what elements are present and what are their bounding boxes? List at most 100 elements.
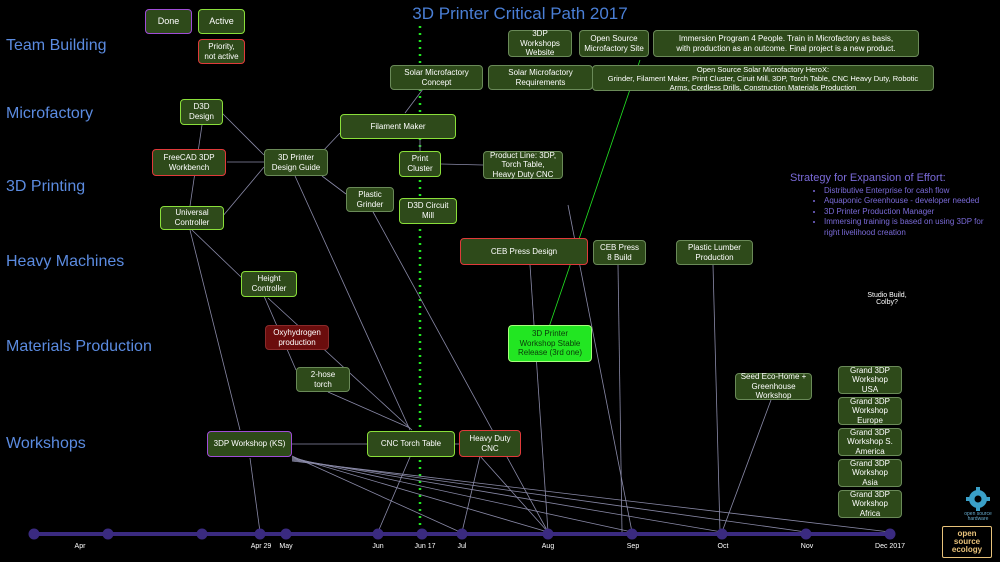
lane-materials-production: Materials Production	[6, 338, 152, 355]
node-plastic-grinder[interactable]: Plastic Grinder	[346, 187, 394, 212]
edge	[327, 391, 411, 429]
node-grand-asia[interactable]: Grand 3DP Workshop Asia	[838, 459, 902, 487]
timeline-marker	[456, 528, 468, 540]
timeline-marker	[372, 528, 384, 540]
timeline-label: Dec 2017	[875, 543, 905, 550]
edge	[617, 264, 623, 533]
node-open-source-site[interactable]: Open Source Microfactory Site	[579, 30, 649, 57]
timeline-marker	[102, 528, 114, 540]
edge	[189, 229, 241, 431]
edge	[461, 455, 481, 533]
node-plastic-lumber[interactable]: Plastic Lumber Production	[676, 240, 753, 265]
node-immersion-program[interactable]: Immersion Program 4 People. Train in Mic…	[653, 30, 919, 57]
timeline-label: Jul	[457, 543, 467, 550]
edge	[291, 458, 723, 533]
edge	[249, 457, 261, 533]
node-heavy-duty-cnc[interactable]: Heavy Duty CNC	[459, 430, 521, 457]
strategy-list: Distributive Enterprise for cash flow Aq…	[784, 186, 994, 238]
node-workshop-release[interactable]: 3D Printer Workshop Stable Release (3rd …	[508, 325, 592, 362]
edge	[291, 456, 549, 533]
edge	[721, 399, 772, 533]
edge	[294, 175, 411, 431]
node-solar-concept[interactable]: Solar Microfactory Concept	[390, 65, 483, 90]
node-grand-usa[interactable]: Grand 3DP Workshop USA	[838, 366, 902, 394]
edge	[267, 297, 413, 431]
open-source-ecology-logo: open source ecology	[942, 526, 992, 558]
node-ks-workshop[interactable]: 3DP Workshop (KS)	[207, 431, 292, 457]
edge	[479, 455, 549, 533]
edge	[712, 264, 721, 533]
node-solar-requirements[interactable]: Solar Microfactory Requirements	[488, 65, 593, 90]
timeline-label: Apr 29	[250, 543, 272, 550]
timeline-marker	[716, 528, 728, 540]
node-design-guide[interactable]: 3D Printer Design Guide	[264, 149, 328, 176]
timeline-label: May	[279, 543, 293, 550]
timeline-marker	[416, 528, 428, 540]
node-print-cluster[interactable]: Print Cluster	[399, 151, 441, 177]
timeline-marker	[280, 528, 292, 540]
lane-workshops: Workshops	[6, 435, 86, 452]
timeline-label: Oct	[717, 543, 729, 550]
node-workshops-website[interactable]: 3DP Workshops Website	[508, 29, 572, 57]
node-product-line[interactable]: Product Line: 3DP, Torch Table, Heavy Du…	[483, 151, 563, 179]
strategy-item: Aquaponic Greenhouse - developer needed	[824, 196, 994, 206]
edge	[371, 209, 549, 533]
gear-icon	[966, 487, 990, 511]
node-height-controller[interactable]: Height Controller	[241, 271, 297, 297]
timeline-label: Sep	[626, 543, 640, 550]
node-grand-south-america[interactable]: Grand 3DP Workshop S. America	[838, 428, 902, 456]
edge	[291, 457, 633, 533]
timeline-label: Aug	[541, 543, 555, 550]
timeline-label: Nov	[800, 543, 814, 550]
node-ceb-press-design[interactable]: CEB Press Design	[460, 238, 588, 265]
node-d3d-design[interactable]: D3D Design	[180, 99, 223, 125]
strategy-item: Immersing training is based on using 3DP…	[824, 217, 994, 238]
edge	[291, 460, 891, 533]
timeline-label: Jun 17	[414, 543, 436, 550]
timeline-label: Jun	[372, 543, 384, 550]
legend-active[interactable]: Active	[198, 9, 245, 34]
node-grand-europe[interactable]: Grand 3DP Workshop Europe	[838, 397, 902, 425]
page-title: 3D Printer Critical Path 2017	[412, 4, 628, 23]
timeline-markers	[28, 528, 896, 540]
timeline-label: Apr	[74, 543, 86, 550]
strategy-item: Distributive Enterprise for cash flow	[824, 186, 994, 196]
osh-logo-text: open source hardware	[964, 511, 992, 522]
timeline-marker	[196, 528, 208, 540]
edge	[321, 175, 347, 195]
node-herox[interactable]: Open Source Solar Microfactory HeroX: Gr…	[592, 65, 934, 92]
studio-build-note: Studio Build, Colby?	[867, 292, 907, 306]
edge	[529, 264, 549, 533]
node-circuit-mill[interactable]: D3D Circuit Mill	[399, 198, 457, 224]
node-grand-africa[interactable]: Grand 3DP Workshop Africa	[838, 490, 902, 518]
node-freecad-workbench[interactable]: FreeCAD 3DP Workbench	[152, 149, 226, 176]
lane-heavy-machines: Heavy Machines	[6, 253, 125, 270]
strategy-item: 3D Printer Production Manager	[824, 207, 994, 217]
node-oxyhydrogen[interactable]: Oxyhydrogen production	[265, 325, 329, 350]
lane-team-building: Team Building	[6, 37, 107, 54]
edge	[377, 456, 411, 533]
lane-3d-printing: 3D Printing	[6, 178, 86, 195]
node-universal-controller[interactable]: Universal Controller	[160, 206, 224, 230]
node-seed-eco-home[interactable]: Seed Eco-Home + Greenhouse Workshop	[735, 372, 812, 400]
edge	[291, 459, 807, 533]
timeline-marker	[626, 528, 638, 540]
node-two-hose-torch[interactable]: 2-hose torch	[296, 367, 350, 392]
edge	[440, 163, 484, 166]
open-source-hardware-logo: open source hardware	[960, 486, 996, 522]
lane-microfactory: Microfactory	[6, 105, 94, 122]
node-filament-maker[interactable]: Filament Maker	[340, 114, 456, 139]
edge	[191, 229, 243, 279]
legend-done[interactable]: Done	[145, 9, 192, 34]
legend-priority[interactable]: Priority, not active	[198, 39, 245, 64]
strategy-panel: Strategy for Expansion of Effort: Distri…	[784, 172, 994, 238]
node-ceb-press-8[interactable]: CEB Press 8 Build	[593, 240, 646, 265]
strategy-heading: Strategy for Expansion of Effort:	[790, 172, 946, 184]
edge	[291, 455, 461, 533]
edge-immersion-to-release	[547, 59, 641, 331]
node-cnc-torch-table[interactable]: CNC Torch Table	[367, 431, 455, 457]
edge	[221, 166, 265, 218]
edge	[221, 112, 265, 156]
timeline-marker	[884, 528, 896, 540]
